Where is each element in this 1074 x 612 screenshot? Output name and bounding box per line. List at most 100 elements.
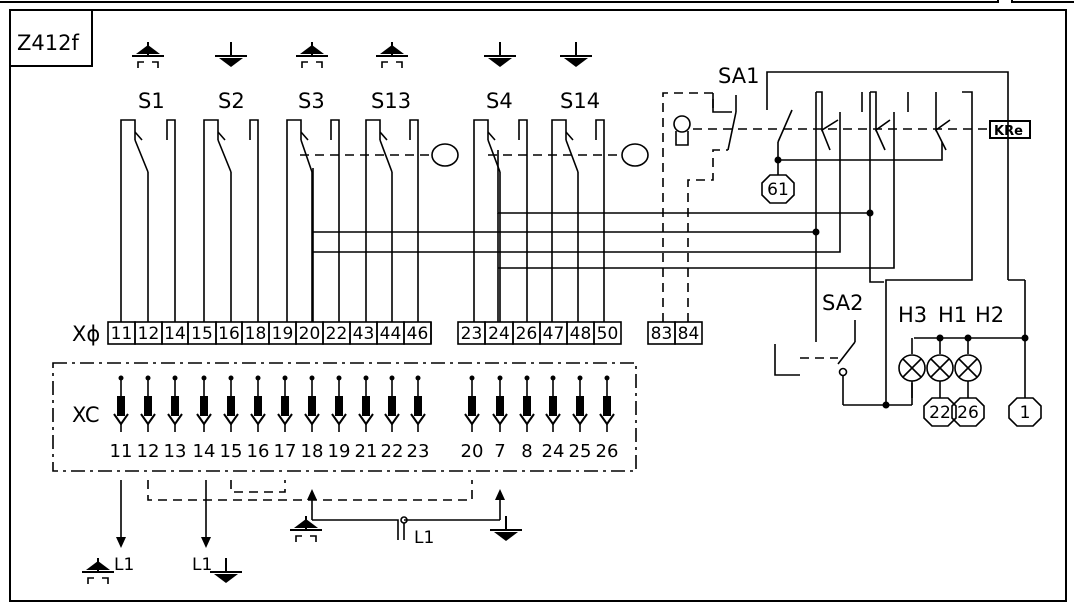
svg-text:21: 21 <box>355 441 378 462</box>
svg-text:11: 11 <box>110 441 133 462</box>
switch-label-s13: S13 <box>371 89 411 113</box>
terminal-84: 84 <box>674 321 703 345</box>
svg-text:14: 14 <box>164 324 186 344</box>
svg-text:20: 20 <box>299 324 321 344</box>
terminal-19: 19 <box>268 321 297 345</box>
connector-box <box>52 362 637 472</box>
contact-5 <box>473 119 528 322</box>
connector-pin-20: 20 <box>461 375 484 462</box>
svg-text:47: 47 <box>543 324 565 344</box>
connector-pin-18: 18 <box>301 375 323 462</box>
svg-text:15: 15 <box>220 441 243 462</box>
svg-text:13: 13 <box>164 441 187 462</box>
svg-text:14: 14 <box>193 441 216 462</box>
terminal-83: 83 <box>647 321 676 345</box>
contact-3 <box>286 119 340 322</box>
bottom-ground-symbols <box>82 516 522 584</box>
svg-text:26: 26 <box>596 441 619 462</box>
terminal-18: 18 <box>241 321 270 345</box>
svg-text:19: 19 <box>272 324 294 344</box>
terminal-26: 26 <box>512 321 541 345</box>
connector-pin-7: 7 <box>492 375 508 462</box>
connector-pin-19: 19 <box>328 375 351 462</box>
svg-text:84: 84 <box>678 324 700 344</box>
contact-1 <box>120 119 176 322</box>
svg-text:24: 24 <box>488 324 510 344</box>
wire-tag-26-text: 26 <box>957 403 979 423</box>
wire-tag-22-text: 22 <box>929 403 951 423</box>
contact-4 <box>365 119 419 322</box>
ground-symbol-6 <box>560 42 592 67</box>
connector-pin-12: 12 <box>137 375 160 462</box>
terminal-23: 23 <box>457 321 486 345</box>
svg-text:7: 7 <box>494 441 505 462</box>
svg-text:44: 44 <box>380 324 402 344</box>
switch-contacts <box>120 119 605 322</box>
svg-text:50: 50 <box>597 324 619 344</box>
switch-label-s1: S1 <box>138 89 165 113</box>
switch-ground-symbols <box>132 42 592 68</box>
wire-tag-1 <box>1008 397 1042 427</box>
svg-text:12: 12 <box>137 441 160 462</box>
diagram-frame <box>9 9 1067 602</box>
switch-label-s3: S3 <box>298 89 325 113</box>
terminal-50: 50 <box>593 321 622 345</box>
lamp-label-h1: H1 <box>938 303 967 327</box>
terminal-46: 46 <box>403 321 432 345</box>
title-box <box>10 10 93 67</box>
switch-label-s14: S14 <box>560 89 600 113</box>
svg-text:15: 15 <box>191 324 213 344</box>
connector-pin-22: 22 <box>381 375 403 462</box>
ground-symbol-bottom-e <box>490 516 522 541</box>
ground-symbol-3 <box>296 42 328 68</box>
top-strip-left <box>0 0 999 3</box>
ground-symbol-bottom-mid <box>210 558 242 583</box>
svg-text:17: 17 <box>274 441 297 462</box>
svg-text:11: 11 <box>111 324 133 344</box>
lamp-label-h2: H2 <box>975 303 1004 327</box>
switch-label-s2: S2 <box>218 89 245 113</box>
terminal-22: 22 <box>322 321 351 345</box>
terminal-20: 20 <box>295 321 324 345</box>
connector-pin-25: 25 <box>569 375 592 462</box>
svg-text:43: 43 <box>353 324 375 344</box>
svg-text:24: 24 <box>542 441 565 462</box>
wire-tag-26 <box>951 397 985 427</box>
svg-text:46: 46 <box>407 324 429 344</box>
contact-2 <box>203 119 259 322</box>
lamp-2 <box>926 338 954 398</box>
sa2-selector: SA2 <box>774 291 912 409</box>
svg-text:83: 83 <box>651 324 673 344</box>
svg-text:20: 20 <box>461 441 484 462</box>
connector-pin-23: 23 <box>407 375 429 462</box>
connector-pin-8: 8 <box>519 375 535 462</box>
wire-tag-61 <box>761 174 795 204</box>
svg-text:22: 22 <box>326 324 348 344</box>
connector-pin-21: 21 <box>355 375 378 462</box>
svg-text:18: 18 <box>245 324 267 344</box>
ground-symbol-5 <box>484 42 516 67</box>
connector-pin-14: 14 <box>193 375 216 462</box>
svg-text:26: 26 <box>516 324 538 344</box>
svg-text:25: 25 <box>569 441 592 462</box>
wire-tag-61-text: 61 <box>767 180 789 200</box>
connector-pin-17: 17 <box>274 375 297 462</box>
svg-text:8: 8 <box>521 441 532 462</box>
ground-label-right: L1 <box>414 528 434 548</box>
relay-box <box>989 120 1031 139</box>
lamp-group: H3 H1 H2 22 26 1 <box>898 279 1042 427</box>
terminal-16: 16 <box>215 321 243 345</box>
svg-text:19: 19 <box>328 441 351 462</box>
connector-pin-26: 26 <box>596 375 619 462</box>
ground-label-left: L1 <box>114 555 134 575</box>
wire-tag-22 <box>923 397 957 427</box>
ground-label-mid: L1 <box>192 555 212 575</box>
sa1-selector: KRe SA1 <box>662 64 1031 405</box>
ground-symbol-bottom-left <box>82 558 114 584</box>
terminal-11: 11 <box>107 321 136 345</box>
relay-label: KRe <box>994 124 1023 139</box>
diagram-id: Z412f <box>17 31 79 55</box>
sa1-label: SA1 <box>718 64 759 88</box>
